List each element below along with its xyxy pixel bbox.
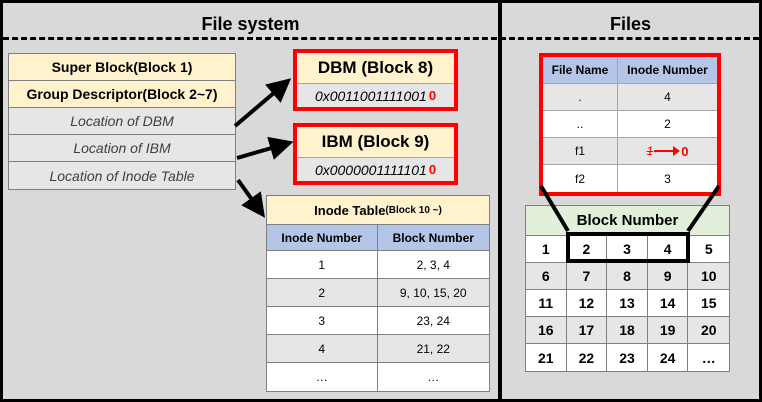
block-cell: 3	[607, 236, 648, 262]
block-number-cell: 2, 3, 4	[416, 257, 450, 272]
directory-row: .. 2	[543, 111, 717, 138]
table-row: 3 23, 24	[267, 307, 489, 335]
block-cell: 19	[648, 317, 689, 343]
block-cell: 11	[526, 290, 567, 316]
arrow-to-dbm	[233, 78, 292, 128]
block-number-cell: 9, 10, 15, 20	[399, 285, 467, 300]
table-row: 2 9, 10, 15, 20	[267, 279, 489, 307]
block-cell: 10	[700, 268, 717, 284]
dbm-box: DBM (Block 8) 0x0011001111001 0	[293, 49, 458, 111]
file-name-cell: f1	[543, 138, 618, 164]
title-separator	[3, 37, 759, 40]
block-number-header: Block Number	[392, 230, 474, 245]
block-cell: 9	[648, 263, 689, 289]
block-cell: 15	[700, 295, 717, 311]
block-cell: 13	[607, 290, 648, 316]
block-cell: 7	[567, 263, 608, 289]
superblock-stack: Super Block(Block 1) Group Descriptor(Bl…	[8, 53, 236, 190]
new-inode-number: 0	[681, 143, 689, 159]
arrow-to-inode-table	[236, 178, 265, 218]
inode-number-cell: 2	[267, 279, 378, 306]
block-grid-row: 11 12 13 14 15	[526, 290, 729, 317]
location-ibm-cell: Location of IBM	[9, 135, 235, 162]
file-name-cell: ..	[543, 111, 618, 137]
dbm-flipped-bit: 0	[428, 88, 437, 103]
directory-row: . 4	[543, 84, 717, 111]
change-arrow-icon	[654, 146, 681, 156]
block-grid-row: 16 17 18 19 20	[526, 317, 729, 344]
table-row: 4 21, 22	[267, 335, 489, 363]
table-row: 1 2, 3, 4	[267, 251, 489, 279]
ibm-flipped-bit: 0	[428, 162, 437, 177]
inode-table-title: Inode Table(Block 10 ~)	[267, 196, 489, 225]
block-cell: 12	[567, 290, 608, 316]
block-cell: 24	[648, 344, 689, 371]
block-cell: 21	[526, 344, 567, 371]
dbm-title: DBM (Block 8)	[297, 53, 454, 84]
old-inode-number: 1	[646, 144, 654, 158]
block-grid-row: 6 7 8 9 10	[526, 263, 729, 290]
directory-row: f2 3	[543, 165, 717, 192]
file-name-header: File Name	[543, 57, 618, 83]
inode-number-cell: 1	[267, 251, 378, 278]
block-cell: 23	[607, 344, 648, 371]
directory-table: File Name Inode Number . 4 .. 2 f1 1 0 f…	[539, 53, 721, 196]
funnel-right	[686, 184, 721, 233]
arrow-to-ibm	[236, 136, 294, 160]
file-name-cell: f2	[543, 165, 618, 192]
block-cell: 16	[526, 317, 567, 343]
inode-number-cell: …	[267, 363, 378, 391]
inode-number-cell: 3	[267, 307, 378, 334]
file-system-title: File system	[201, 14, 300, 34]
inode-number-cell: 1 0	[618, 138, 717, 164]
block-cell: 8	[607, 263, 648, 289]
inode-number-header: Inode Number	[267, 225, 378, 250]
directory-row: f1 1 0	[543, 138, 717, 165]
inode-number-cell: 4	[267, 335, 378, 362]
file-name-cell: .	[543, 84, 618, 110]
block-cell: 22	[567, 344, 608, 371]
block-cell: 6	[526, 263, 567, 289]
inode-table-title-text: Inode Table	[314, 202, 386, 218]
funnel-left	[539, 184, 570, 233]
ibm-value: 0x0000001111101	[314, 161, 427, 178]
block-cell: …	[701, 349, 716, 366]
block-number-cell: 21, 22	[416, 341, 450, 356]
super-block-cell: Super Block(Block 1)	[9, 54, 235, 81]
block-cell: 17	[567, 317, 608, 343]
block-cell: 5	[704, 241, 713, 257]
group-descriptor-cell: Group Descriptor(Block 2~7)	[9, 81, 235, 108]
ibm-title: IBM (Block 9)	[297, 127, 454, 158]
inode-number-header: Inode Number	[627, 63, 708, 77]
block-cell: 20	[700, 322, 717, 338]
dbm-value: 0x0011001111001	[314, 87, 427, 104]
block-number-cell: 23, 24	[416, 313, 450, 328]
dbm-value-row: 0x0011001111001 0	[297, 84, 454, 107]
files-title: Files	[609, 14, 652, 34]
block-grid-row: 21 22 23 24 …	[526, 344, 729, 371]
inode-number-cell: 3	[664, 171, 671, 186]
block-cell: 2	[567, 236, 608, 262]
inode-table-header: Inode Number Block Number	[267, 225, 489, 251]
ibm-value-row: 0x0000001111101 0	[297, 158, 454, 181]
inode-table-title-suffix: (Block 10 ~)	[385, 204, 442, 216]
location-inode-table-cell: Location of Inode Table	[9, 162, 235, 189]
location-dbm-cell: Location of DBM	[9, 108, 235, 135]
directory-header: File Name Inode Number	[543, 57, 717, 84]
inode-number-cell: 4	[664, 90, 671, 104]
block-cell: 18	[607, 317, 648, 343]
section-divider	[498, 0, 502, 402]
inode-table: Inode Table(Block 10 ~) Inode Number Blo…	[266, 195, 490, 392]
block-cell: 14	[648, 290, 689, 316]
inode-number-cell: 2	[664, 117, 671, 131]
ibm-box: IBM (Block 9) 0x0000001111101 0	[293, 123, 458, 185]
highlighted-blocks-2-3-4	[566, 232, 690, 263]
table-row: … …	[267, 363, 489, 391]
block-number-cell: …	[427, 370, 440, 384]
